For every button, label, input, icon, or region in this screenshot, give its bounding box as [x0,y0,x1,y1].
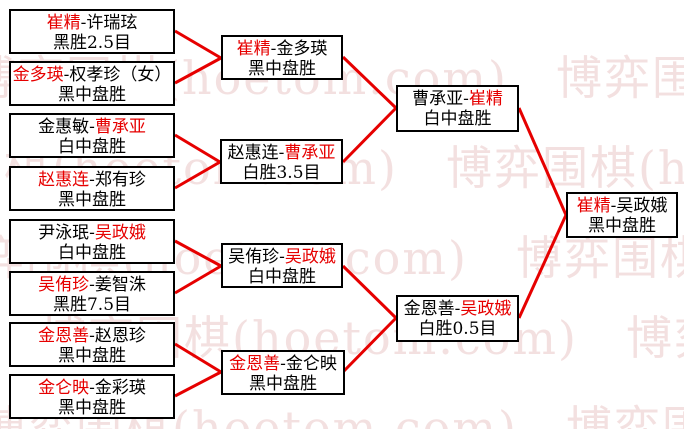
match-players: 金恩善-赵恩珍 [38,326,146,346]
winner-name: 崔精 [468,89,503,109]
match-result: 白胜3.5目 [242,163,321,183]
winner-name: 崔精 [46,13,81,33]
match-box-sf-2: 金恩善-吴政娥 白胜0.5目 [396,295,519,342]
match-box-r16-6: 吴侑珍-姜智洙 黑胜7.5目 [9,271,175,316]
connector-line [174,133,221,164]
match-box-r16-1: 崔精-许瑞玹 黑胜2.5目 [9,9,175,54]
match-players: 崔精-金多瑛 [236,39,328,59]
match-box-qf-3: 吴侑珍-吴政娥 白中盘胜 [221,243,343,288]
connector-line [341,264,398,320]
match-players: 赵惠连-郑有珍 [38,170,146,190]
match-result: 黑中盘胜 [58,190,126,210]
match-players: 金恩善-金仑映 [229,354,337,374]
match-box-final: 崔精-吴政娥 黑中盘胜 [566,192,678,238]
match-box-r16-7: 金恩善-赵恩珍 黑中盘胜 [9,322,175,367]
match-players: 崔精-吴政娥 [576,196,668,216]
winner-name: 赵惠连 [38,170,90,190]
match-players: 金仑映-金彩瑛 [38,378,146,398]
match-result: 白中盘胜 [248,267,316,287]
match-players: 尹泳珉-吴政娥 [38,223,146,243]
winner-name: 吴政娥 [94,223,146,243]
match-result: 白中盘胜 [423,109,492,129]
winner-name: 曹承亚 [284,143,336,163]
match-box-r16-2: 金多瑛-权孝珍（女） 黑中盘胜 [9,61,175,106]
match-result: 黑中盘胜 [58,346,126,366]
match-box-r16-8: 金仑映-金彩瑛 黑中盘胜 [9,374,175,419]
match-result: 白中盘胜 [58,243,126,263]
winner-name: 吴政娥 [284,247,336,267]
match-result: 黑中盘胜 [249,374,317,394]
match-box-r16-3: 金惠敏-曹承亚 白中盘胜 [9,113,175,158]
winner-name: 金多瑛 [12,65,64,85]
match-players: 吴侑珍-姜智洙 [38,275,146,295]
winner-name: 崔精 [236,39,271,59]
match-result: 黑胜2.5目 [52,33,132,53]
connector-line [174,342,222,374]
connector-line [174,56,222,85]
match-result: 黑中盘胜 [58,85,126,105]
connector-line [174,29,222,60]
connector-line [174,370,222,398]
match-players: 赵惠连-曹承亚 [227,143,336,163]
match-players: 金多瑛-权孝珍（女） [12,65,172,85]
connector-line [174,264,222,295]
match-players: 吴侑珍-吴政娥 [228,247,336,267]
match-result: 白中盘胜 [58,137,126,157]
winner-name: 吴侑珍 [38,275,90,295]
match-box-qf-1: 崔精-金多瑛 黑中盘胜 [221,35,343,80]
match-result: 黑中盘胜 [248,59,316,79]
match-box-sf-1: 曹承亚-崔精 白中盘胜 [396,85,519,132]
winner-name: 曹承亚 [94,117,146,137]
winner-name: 金恩善 [38,326,90,346]
winner-name: 崔精 [576,196,611,216]
connector-line [341,316,398,374]
winner-name: 金恩善 [229,354,281,374]
match-result: 白胜0.5目 [418,319,497,339]
match-players: 金惠敏-曹承亚 [38,117,146,137]
connector-line [341,106,398,164]
match-players: 金恩善-吴政娥 [403,299,512,319]
connector-line [517,107,568,216]
connector-line [341,55,398,110]
winner-name: 金仑映 [38,378,90,398]
connector-line [174,160,221,190]
match-box-qf-2: 赵惠连-曹承亚 白胜3.5目 [220,139,343,184]
match-result: 黑中盘胜 [58,398,126,418]
connector-line [174,239,222,268]
match-result: 黑胜7.5目 [52,295,132,315]
match-players: 崔精-许瑞玹 [46,13,138,33]
match-box-r16-5: 尹泳珉-吴政娥 白中盘胜 [9,219,175,264]
match-result: 黑中盘胜 [588,216,656,236]
connector-line [517,214,568,319]
winner-name: 吴政娥 [460,299,512,319]
match-box-r16-4: 赵惠连-郑有珍 黑中盘胜 [9,166,175,211]
match-players: 曹承亚-崔精 [412,89,503,109]
match-box-qf-4: 金恩善-金仑映 黑中盘胜 [221,350,345,395]
